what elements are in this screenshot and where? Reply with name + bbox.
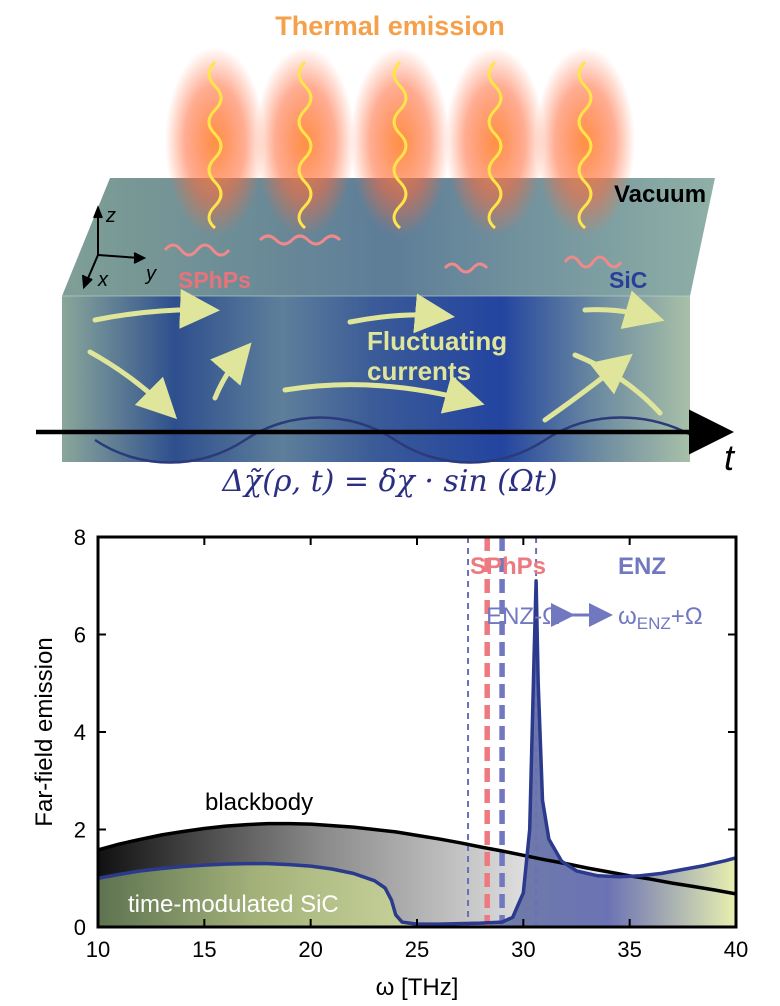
thermal-emission-waves	[165, 47, 635, 237]
right-mark-sub: ENZ	[637, 614, 671, 633]
vacuum-label: Vacuum	[614, 181, 706, 208]
modulation-equation: Δχ̃(ρ, t) = δχ · sin (Ωt)	[221, 464, 557, 499]
enz-annotation: ENZ	[618, 553, 666, 580]
x-tick-label: 30	[511, 937, 535, 962]
right-mark-omega: ω	[618, 603, 637, 630]
modulation-wave	[94, 416, 701, 464]
x-tick-label: 10	[86, 937, 110, 962]
coordinate-axes	[82, 205, 147, 290]
sphp-squiggles	[163, 234, 623, 274]
sic-area	[98, 580, 736, 927]
y-tick-label: 8	[74, 525, 86, 550]
x-tick-label: 25	[405, 937, 429, 962]
current-arrows	[87, 288, 665, 423]
sic-annotation: time-modulated SiC	[128, 891, 339, 918]
emission-chart: 10 15 20 25 30 35 40 0 2 4 6 8 Far-field emission ω…	[31, 525, 748, 1001]
y-tick-label: 2	[74, 818, 86, 843]
x-tick-label: 40	[724, 937, 748, 962]
x-tick-label: 15	[192, 937, 216, 962]
currents-label-line1: Fluctuating	[367, 326, 507, 356]
sphps-label: SPhPs	[178, 267, 251, 293]
x-tick-label: 20	[298, 937, 322, 962]
axis-z-label: z	[105, 205, 116, 227]
x-tick-label: 35	[617, 937, 641, 962]
illustration: Thermal emission Vacuum SPhPs SiC Fluctu…	[36, 11, 736, 499]
title: Thermal emission	[275, 11, 505, 41]
y-tick-label: 6	[74, 623, 86, 648]
sphps-annotation: SPhPs	[470, 553, 546, 580]
right-mark-annotation: ωENZ+Ω	[618, 603, 703, 633]
y-tick-label: 0	[74, 915, 86, 940]
y-axis-title: Far-field emission	[31, 637, 58, 826]
axis-y-label: y	[144, 263, 157, 285]
x-axis-title: ω [THz]	[376, 974, 459, 1001]
y-tick-label: 4	[74, 720, 86, 745]
left-mark-annotation: ENZ-Ω	[486, 603, 560, 630]
right-mark-tail: +Ω	[671, 603, 703, 630]
axis-x-label: x	[97, 269, 109, 291]
currents-label-line2: currents	[367, 356, 471, 386]
time-axis-label: t	[724, 437, 736, 478]
blackbody-annotation: blackbody	[205, 789, 313, 816]
sic-label: SiC	[609, 267, 647, 293]
sic-line	[98, 579, 736, 926]
